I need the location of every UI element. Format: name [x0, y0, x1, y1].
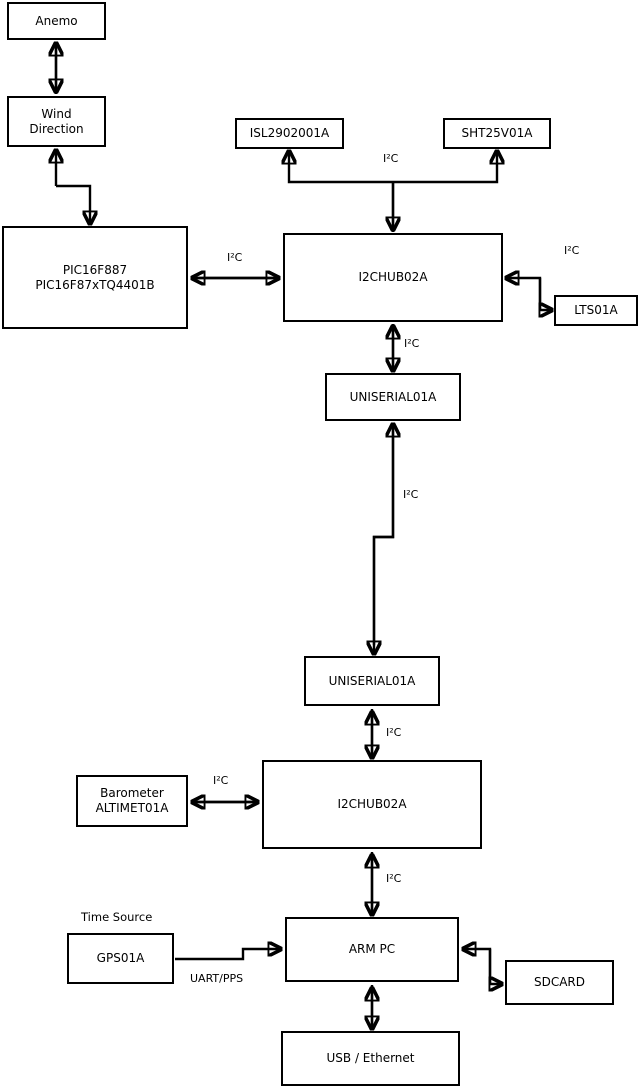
node-i2chub02a-top[interactable]: I2CHUB02A — [283, 233, 503, 322]
node-sht25v01a-label: SHT25V01A — [461, 126, 533, 141]
edge-label-hub-lts: I²C — [564, 244, 580, 257]
node-uniserial01a-lower[interactable]: UNISERIAL01A — [304, 656, 440, 706]
wire-hub-isl — [289, 151, 393, 184]
edge-label-gps-armpc: UART/PPS — [190, 972, 244, 985]
node-barometer-altimet01a[interactable]: Barometer ALTIMET01A — [76, 775, 188, 827]
node-arm-pc[interactable]: ARM PC — [285, 917, 459, 982]
node-uniserial01a-lower-label: UNISERIAL01A — [328, 673, 416, 688]
edge-label-uniserial-hub2: I²C — [386, 726, 402, 739]
wire-hub-lts — [540, 278, 552, 310]
wire-sdcard-armpc — [463, 949, 492, 984]
node-uniserial01a-upper-label: UNISERIAL01A — [349, 389, 437, 404]
wire-uniserial-link-up — [372, 424, 393, 645]
node-wind-direction-label: Wind Direction — [29, 106, 84, 136]
edge-label-hub2-armpc: I²C — [386, 872, 402, 885]
label-time-source: Time Source — [81, 910, 153, 924]
node-gps01a[interactable]: GPS01A — [67, 933, 174, 984]
wire-gps-armpc — [175, 949, 281, 961]
node-barometer-altimet01a-label: Barometer ALTIMET01A — [95, 786, 169, 815]
wire-armpc-sdcard — [490, 949, 502, 984]
node-arm-pc-label: ARM PC — [348, 942, 396, 957]
node-sdcard-label: SDCARD — [533, 975, 586, 990]
node-uniserial01a-upper[interactable]: UNISERIAL01A — [325, 373, 461, 421]
node-sdcard[interactable]: SDCARD — [505, 960, 614, 1005]
node-isl2902001a-label: ISL2902001A — [249, 126, 330, 141]
node-wind-direction[interactable]: Wind Direction — [7, 96, 106, 147]
node-gps01a-label: GPS01A — [96, 951, 145, 966]
wire-lts-hub — [506, 278, 542, 310]
node-usb-ethernet-label: USB / Ethernet — [326, 1051, 415, 1066]
node-i2chub02a-bottom-label: I2CHUB02A — [337, 797, 407, 812]
wire-uniserial-link-down — [374, 424, 395, 654]
node-isl2902001a[interactable]: ISL2902001A — [235, 118, 344, 149]
node-pic-mcu[interactable]: PIC16F887 PIC16F87xTQ4401B — [2, 226, 188, 329]
node-i2chub02a-top-label: I2CHUB02A — [358, 270, 428, 285]
node-anemo[interactable]: Anemo — [7, 2, 106, 40]
wire-wind-pic-elbow — [56, 184, 90, 224]
node-pic-mcu-label: PIC16F887 PIC16F87xTQ4401B — [35, 262, 155, 292]
node-i2chub02a-bottom[interactable]: I2CHUB02A — [262, 760, 482, 849]
edge-label-barometer-hub: I²C — [213, 774, 229, 787]
edge-label-pic-hub: I²C — [227, 251, 243, 264]
node-lts01a-label: LTS01A — [574, 303, 618, 318]
edge-label-hub-sensors: I²C — [383, 152, 399, 165]
edge-label-uniserial-link: I²C — [403, 488, 419, 501]
node-lts01a[interactable]: LTS01A — [554, 295, 638, 326]
node-sht25v01a[interactable]: SHT25V01A — [443, 118, 551, 149]
wire-hub-sht — [393, 151, 497, 184]
edge-label-hub-uniserial: I²C — [404, 337, 420, 350]
node-anemo-label: Anemo — [35, 13, 78, 28]
node-usb-ethernet[interactable]: USB / Ethernet — [281, 1031, 460, 1086]
